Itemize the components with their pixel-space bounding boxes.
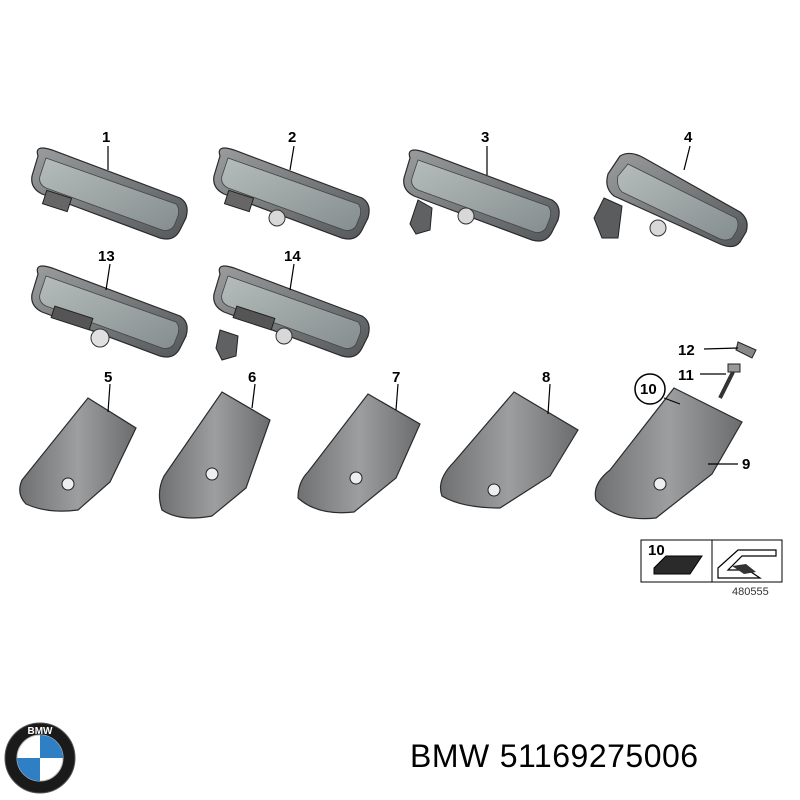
part-mirror-4 <box>593 152 748 248</box>
part-cover-8 <box>439 391 579 509</box>
adhesive-pad-icon <box>653 555 703 575</box>
part-screw-11 <box>718 363 741 399</box>
part-cover-6 <box>158 391 271 519</box>
part-label-13: 13 <box>98 248 115 265</box>
part-label-6: 6 <box>248 369 256 386</box>
part-label-10: 10 <box>640 381 657 398</box>
bmw-logo: BMW <box>4 722 76 794</box>
part-mirror-13 <box>31 265 188 358</box>
part-number: 51169275006 <box>499 738 699 774</box>
part-label-1: 1 <box>102 129 110 146</box>
part-mirror-2 <box>213 147 370 240</box>
pad-application-icon <box>717 549 777 579</box>
leader-lines <box>105 145 739 465</box>
legend-number: 10 <box>648 542 665 559</box>
part-label-3: 3 <box>481 129 489 146</box>
legend-box: 10 <box>640 539 783 583</box>
part-mirror-3 <box>403 149 560 242</box>
part-label-12: 12 <box>678 342 695 359</box>
part-label-9: 9 <box>742 456 750 473</box>
part-label-4: 4 <box>684 129 693 146</box>
brand-name: BMW <box>410 738 490 774</box>
part-cover-7 <box>297 393 421 514</box>
part-clip-12 <box>735 341 757 359</box>
part-mirror-1 <box>31 147 188 240</box>
part-label-14: 14 <box>284 248 301 265</box>
part-cover-9 <box>594 387 743 520</box>
part-label-8: 8 <box>542 369 550 386</box>
part-label-10-circle <box>634 373 666 405</box>
diagram-id: 480555 <box>732 586 769 598</box>
part-mirror-14 <box>213 265 370 361</box>
part-cover-5 <box>19 397 137 512</box>
part-label-11: 11 <box>678 367 694 384</box>
part-label-5: 5 <box>104 369 112 386</box>
part-label-7: 7 <box>392 369 400 386</box>
part-label-2: 2 <box>288 129 296 146</box>
bmw-logo-text: BMW <box>28 726 54 737</box>
